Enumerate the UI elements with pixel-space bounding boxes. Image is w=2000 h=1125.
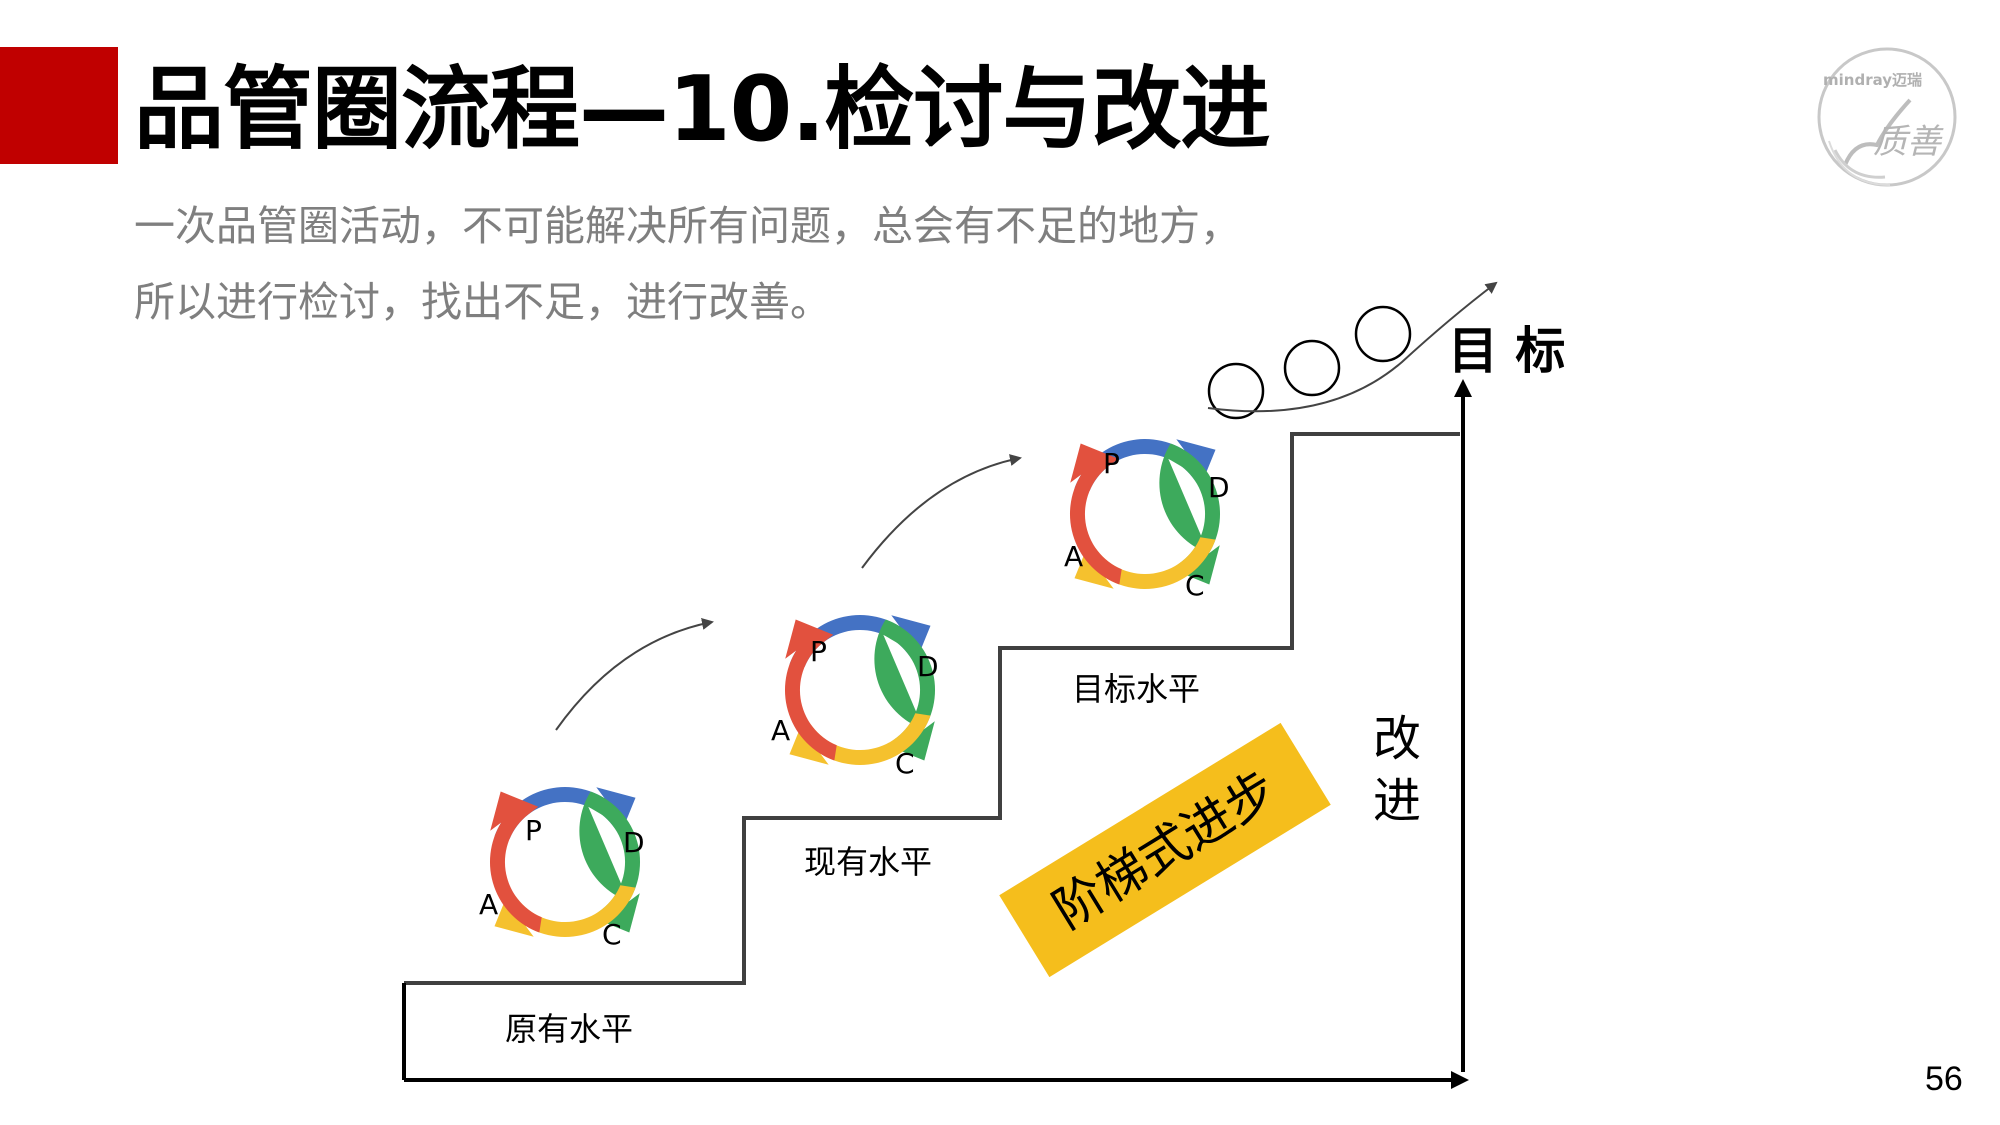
pdca-d-label: D — [1208, 471, 1230, 504]
title-accent-bar — [0, 47, 118, 164]
progress-arrow-2 — [861, 454, 1022, 569]
rising-trend-arrow — [1207, 281, 1498, 413]
pdca-p-label: P — [810, 635, 827, 668]
pdca-c-label: C — [602, 918, 622, 951]
goal-label: 目 标 — [1448, 322, 1565, 380]
pdca-cycle-2: P D C A — [771, 614, 939, 780]
level-label-target: 目标水平 — [1072, 670, 1200, 708]
pdca-a-label: A — [1064, 540, 1083, 573]
mindray-quality-logo: mindray迈瑞 质善 — [1817, 47, 1957, 187]
stepwise-progress-banner: 阶梯式进步 — [999, 722, 1331, 978]
pdca-c-label: C — [1185, 569, 1205, 602]
pdca-c-label: C — [895, 747, 915, 780]
level-label-current: 现有水平 — [804, 843, 932, 881]
pdca-a-label: A — [479, 888, 498, 921]
progress-arrow-1 — [555, 618, 714, 731]
rolling-circle-3 — [1354, 305, 1412, 363]
logo-quality-text: 质善 — [1873, 122, 1944, 162]
slide-title: 品管圈流程—10.检讨与改进 — [134, 57, 1270, 162]
pdca-d-label: D — [917, 650, 939, 683]
logo-brand-text: mindray迈瑞 — [1823, 71, 1922, 89]
pdca-cycle-1: P D C A — [479, 786, 645, 951]
staircase-line — [404, 432, 1460, 985]
subtitle-line-1: 一次品管圈活动，不可能解决所有问题，总会有不足的地方， — [134, 202, 1241, 250]
rolling-circle-1 — [1207, 362, 1265, 420]
slide-subtitle: 一次品管圈活动，不可能解决所有问题，总会有不足的地方， 所以进行检讨，找出不足，… — [134, 188, 1241, 340]
page-number: 56 — [1925, 1060, 1963, 1098]
pdca-a-label: A — [771, 714, 790, 747]
improve-label-char-2: 进 — [1373, 773, 1421, 829]
rolling-circle-2 — [1283, 339, 1341, 397]
level-label-original: 原有水平 — [505, 1010, 633, 1048]
pdca-d-label: D — [623, 826, 645, 859]
pdca-cycle-3: P D C A — [1064, 438, 1230, 602]
pdca-p-label: P — [525, 814, 542, 847]
improve-label-char-1: 改 — [1373, 711, 1421, 767]
subtitle-line-2: 所以进行检讨，找出不足，进行改善。 — [134, 278, 831, 326]
pdca-p-label: P — [1103, 447, 1120, 480]
